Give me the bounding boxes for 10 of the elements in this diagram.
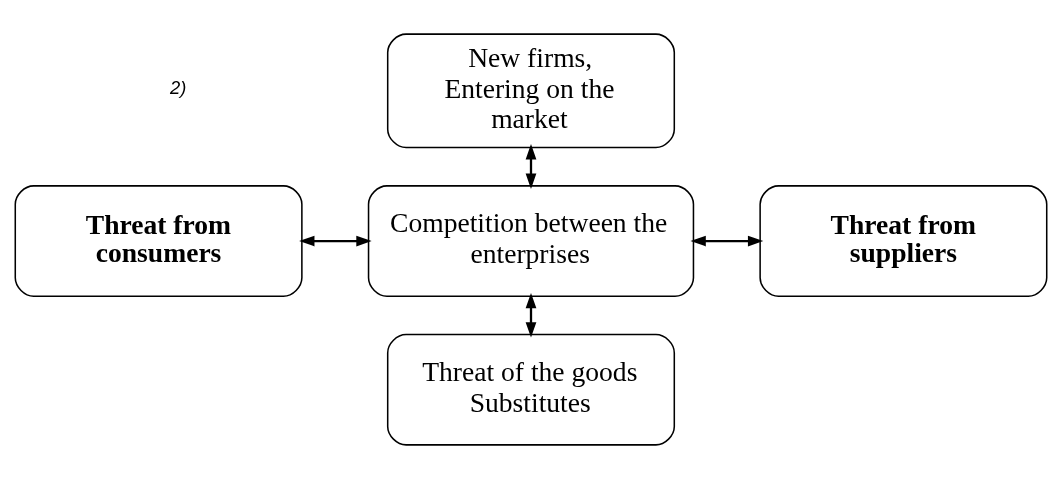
node-box: New firms, Entering on the market [386,33,676,149]
label: 2) [170,77,187,99]
arrow [299,235,372,247]
arrow [525,144,537,189]
node-box: Competition between the enterprises [367,185,695,297]
node-box: Threat of the goods Substitutes [386,333,676,446]
arrow [690,235,764,247]
arrow [525,292,537,338]
node-box: Threat from consumers [14,185,303,297]
node-box: Threat from suppliers [759,185,1048,297]
